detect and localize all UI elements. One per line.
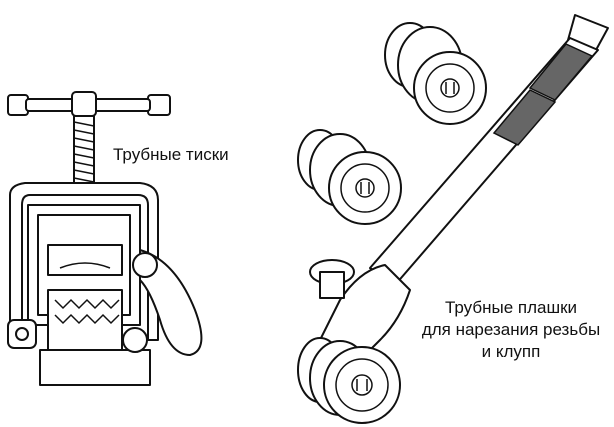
vise-base <box>39 349 151 386</box>
vise-screw-head <box>71 91 97 117</box>
pipe-dies-label-line2: для нарезания резьбы <box>421 320 601 339</box>
stock-knob-stem <box>319 271 345 299</box>
pipe-vise-drawing <box>7 91 203 386</box>
pipe-dies-label: Трубные плашки для нарезания резьбы и кл… <box>408 297 614 363</box>
vise-upper-jaw <box>47 244 123 276</box>
vise-frame <box>9 182 159 341</box>
pipe-dies-label-line1: Трубные плашки <box>444 298 578 317</box>
thread-die-3 <box>297 337 401 424</box>
stock-handle-grip-2 <box>492 89 557 146</box>
stock-handle-grip-1 <box>528 43 594 101</box>
die-stock-drawing <box>309 14 609 361</box>
pipe-vise-label: Трубные тиски <box>113 145 229 164</box>
thread-die-1 <box>384 22 487 125</box>
vise-handle-right-knob <box>147 94 171 116</box>
vise-latch-lever <box>139 249 203 356</box>
thread-die-2 <box>297 129 402 225</box>
pipe-dies-label-line3: и клупп <box>481 342 541 361</box>
stock-head <box>319 264 411 361</box>
